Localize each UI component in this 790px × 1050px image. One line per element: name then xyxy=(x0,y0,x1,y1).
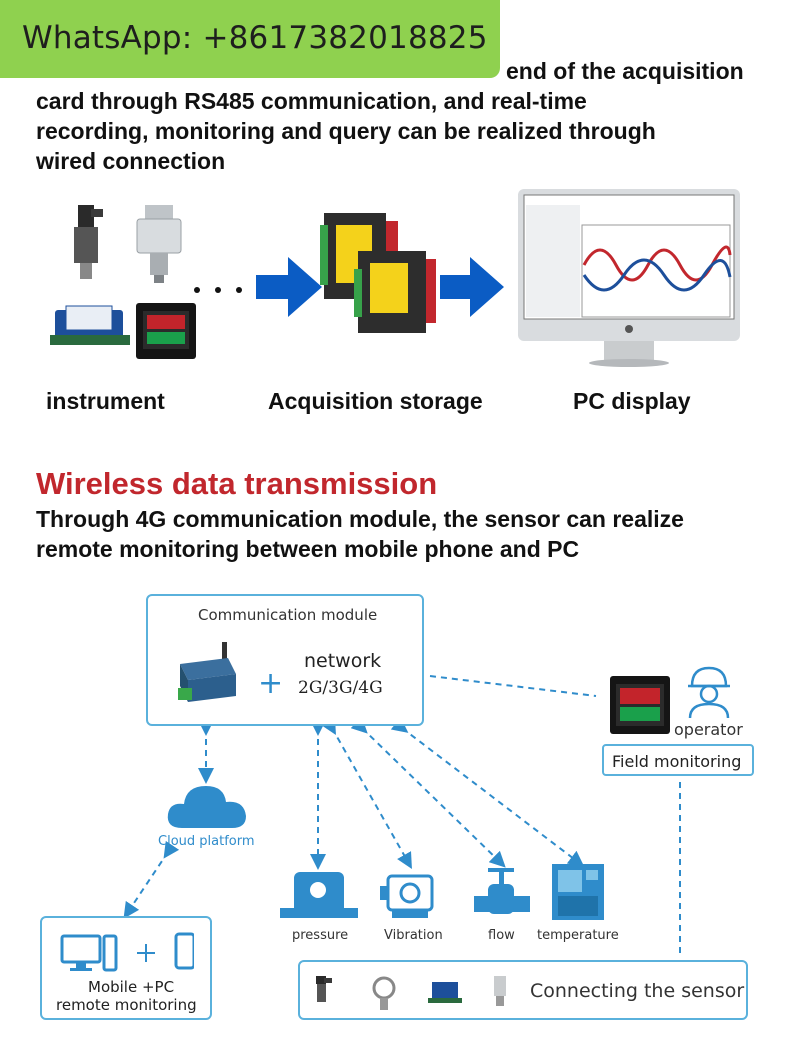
network-types: 2G/3G/4G xyxy=(298,678,383,698)
sensor-label-temperature: temperature xyxy=(537,928,619,943)
arrow-right-icon xyxy=(440,257,504,317)
router-icon xyxy=(178,642,236,702)
network-label: network xyxy=(304,650,382,672)
caption-acquisition: Acquisition storage xyxy=(268,388,483,414)
cylinder-sensor-icon xyxy=(136,205,182,283)
wireless-sub-line-2: remote monitoring between mobile phone a… xyxy=(36,536,580,562)
connecting-sensor-box: Connecting the sensor xyxy=(298,960,748,1020)
caption-pc-display: PC display xyxy=(573,388,691,414)
ellipsis-icon xyxy=(194,287,242,293)
cloud-platform-label: Cloud platform xyxy=(158,834,255,849)
sensor-thumbnails xyxy=(316,976,506,1010)
wireless-subheading: Through 4G communication module, the sen… xyxy=(36,504,776,564)
acquisition-card-icon xyxy=(320,213,436,333)
monitor-icon xyxy=(518,189,740,367)
pressure-transmitter-icon xyxy=(74,205,103,279)
intro-line-1: end of the acquisition xyxy=(506,58,744,84)
field-monitoring-label: Field monitoring xyxy=(612,752,742,771)
panel-meter-icon xyxy=(610,676,670,734)
mobile-pc-line-2: remote monitoring xyxy=(56,996,197,1014)
wired-pipeline-illustration xyxy=(50,189,740,367)
intro-line-4: wired connection xyxy=(36,148,226,174)
intro-paragraph: end of the acquisition card through RS48… xyxy=(36,56,776,176)
wireless-heading: Wireless data transmission xyxy=(36,466,438,501)
wireless-sub-line-1: Through 4G communication module, the sen… xyxy=(36,506,684,532)
caption-instrument: instrument xyxy=(46,388,165,414)
sensor-icons-row xyxy=(280,864,604,920)
field-monitoring-box: Field monitoring xyxy=(602,744,754,776)
intro-line-2: card through RS485 communication, and re… xyxy=(36,88,587,114)
panel-meter-icon xyxy=(136,303,196,359)
diagram-connectors xyxy=(123,675,681,958)
mobile-pc-box: Mobile +PC remote monitoring xyxy=(40,916,212,1020)
cloud-icon xyxy=(167,786,246,828)
operator-icon xyxy=(688,666,730,718)
intro-line-3: recording, monitoring and query can be r… xyxy=(36,118,656,144)
comm-module-title: Communication module xyxy=(198,606,378,624)
plus-sign: + xyxy=(258,666,284,701)
valve-icon xyxy=(474,868,530,914)
whatsapp-text: WhatsApp: +8617382018825 xyxy=(22,20,488,56)
isolator-module-icon xyxy=(50,305,130,345)
operator-label: operator xyxy=(674,720,743,739)
motor-icon xyxy=(380,874,434,918)
arrow-right-icon xyxy=(256,257,322,317)
mobile-pc-line-1: Mobile +PC xyxy=(88,978,175,996)
sensor-label-vibration: Vibration xyxy=(384,928,443,943)
sensor-label-pressure: pressure xyxy=(292,928,349,943)
temperature-cabinet-icon xyxy=(552,864,604,920)
communication-module-box: Communication module + network 2G/3G/4G xyxy=(146,594,424,726)
pressure-tank-icon xyxy=(280,872,358,918)
whatsapp-banner: WhatsApp: +8617382018825 xyxy=(0,0,500,78)
sensor-label-flow: flow xyxy=(488,928,515,943)
devices-icon xyxy=(60,932,194,972)
connecting-sensor-label: Connecting the sensor xyxy=(530,980,745,1002)
